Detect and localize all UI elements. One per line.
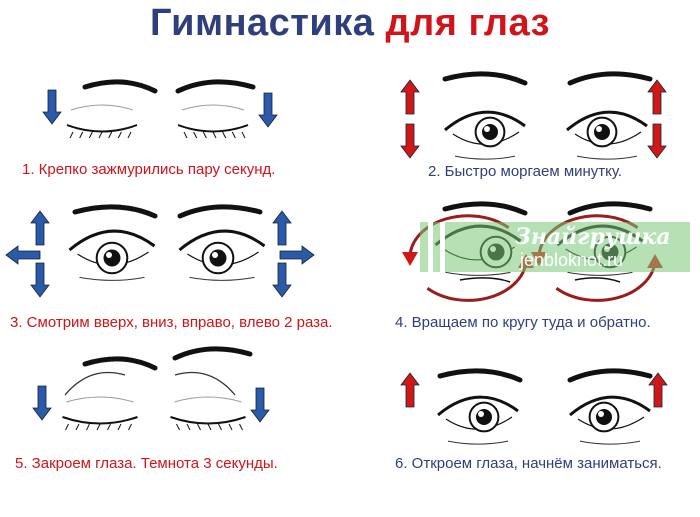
lower-lid-line: [454, 155, 516, 160]
open-eye: [444, 110, 526, 160]
arrow-down-icon: [272, 262, 292, 298]
eyebrow: [82, 356, 158, 371]
eyelid-line: [64, 371, 126, 396]
closed-eye: [66, 104, 138, 139]
watermark-brand: Знайгрушка: [515, 224, 671, 250]
eyebrow: [177, 204, 263, 219]
lower-lid-line: [79, 276, 145, 281]
step-4-caption: 4. Вращаем по кругу туда и обратно.: [395, 314, 651, 331]
arrow-up-icon: [30, 210, 50, 246]
closed-lash-line: [574, 277, 621, 283]
pupil: [209, 249, 227, 267]
eyebrow: [72, 204, 158, 219]
arrow-up-icon: [648, 372, 668, 408]
arrow-right-icon: [279, 245, 315, 265]
title-part-1: Гимнастика: [150, 2, 375, 44]
pupil: [103, 249, 121, 267]
eyebrow: [175, 79, 256, 94]
pupil: [476, 409, 492, 425]
lower-lid-line: [576, 155, 638, 160]
lower-lid-line: [189, 276, 255, 281]
arrow-left-icon: [5, 245, 41, 265]
lower-lid-line: [445, 271, 511, 276]
watermark-stripe: [428, 222, 433, 272]
arrow-down-icon: [42, 89, 62, 125]
eyebrow: [442, 201, 528, 216]
open-eye: [566, 110, 648, 160]
step-1-caption: 1. Крепко зажмурились пару секунд.: [22, 161, 276, 178]
closed-eye: [177, 104, 249, 139]
eyebrow: [172, 346, 253, 361]
step-2-caption: 2. Быстро моргаем минутку.: [428, 163, 623, 180]
closed-lash-line: [459, 277, 511, 283]
pupil: [482, 124, 498, 140]
arrow-down-icon: [250, 387, 270, 423]
watermark-stripe: [440, 222, 445, 272]
watermark: Знайгрушка jenbloknot.ru: [420, 222, 690, 272]
open-eye: [437, 395, 519, 445]
closed-eye: [170, 396, 246, 431]
pupil: [596, 409, 612, 425]
eyelid-line: [174, 371, 236, 396]
page-title: Гимнастика для глаз: [0, 2, 700, 45]
arrow-up-icon: [647, 79, 667, 115]
arrow-up-icon: [400, 372, 420, 408]
arrow-down-icon: [647, 123, 667, 159]
arrow-down-icon: [400, 123, 420, 159]
eyebrow: [442, 71, 528, 86]
arrow-down-icon: [32, 385, 52, 421]
open-eye: [569, 395, 651, 445]
watermark-site: jenbloknot.ru: [520, 250, 624, 270]
closed-eye: [62, 396, 138, 431]
arrow-down-icon: [30, 262, 50, 298]
eyebrow: [567, 71, 653, 86]
arrow-up-icon: [400, 79, 420, 115]
eyebrow: [567, 201, 653, 216]
lower-lid-line: [447, 440, 509, 445]
step-6-caption: 6. Откроем глаза, начнём заниматься.: [395, 455, 662, 472]
lower-lid-line: [567, 271, 633, 276]
step-5-caption: 5. Закроем глаза. Темнота 3 секунды.: [15, 455, 278, 472]
lower-lid-line: [579, 440, 641, 445]
arrow-down-icon: [258, 92, 278, 128]
eyebrow: [567, 368, 653, 383]
arrow-up-icon: [272, 210, 292, 246]
open-eye: [68, 229, 156, 281]
pupil: [594, 124, 610, 140]
eyebrow: [82, 79, 158, 94]
eyebrow: [437, 368, 523, 383]
title-part-2: для глаз: [385, 2, 550, 44]
step-3-caption: 3. Смотрим вверх, вниз, вправо, влево 2 …: [10, 314, 333, 331]
open-eye: [178, 229, 266, 281]
